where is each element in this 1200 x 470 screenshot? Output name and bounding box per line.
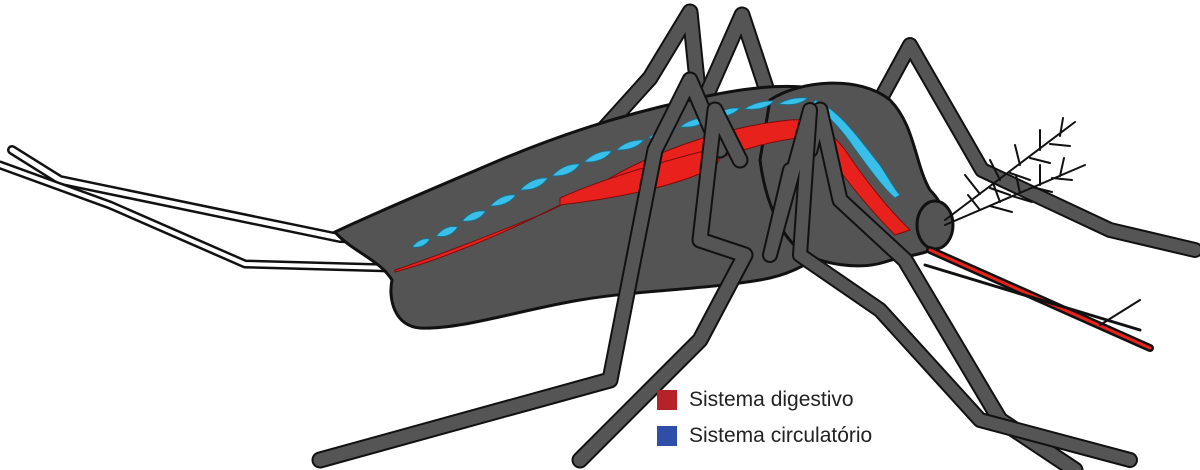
legend-swatch-digestive [657, 390, 677, 410]
hind-legs [0, 150, 400, 268]
legend-label-circulatory: Sistema circulatório [689, 424, 872, 448]
eye [917, 201, 953, 249]
palp-2 [1100, 300, 1140, 325]
legend-swatch-circulatory [657, 426, 677, 446]
legend-item-digestive: Sistema digestivo [657, 387, 957, 413]
legend: Sistema digestivo Sistema circulatório [657, 387, 957, 459]
proboscis [925, 250, 1150, 348]
legend-item-circulatory: Sistema circulatório [657, 423, 957, 449]
legend-label-digestive: Sistema digestivo [689, 388, 854, 412]
